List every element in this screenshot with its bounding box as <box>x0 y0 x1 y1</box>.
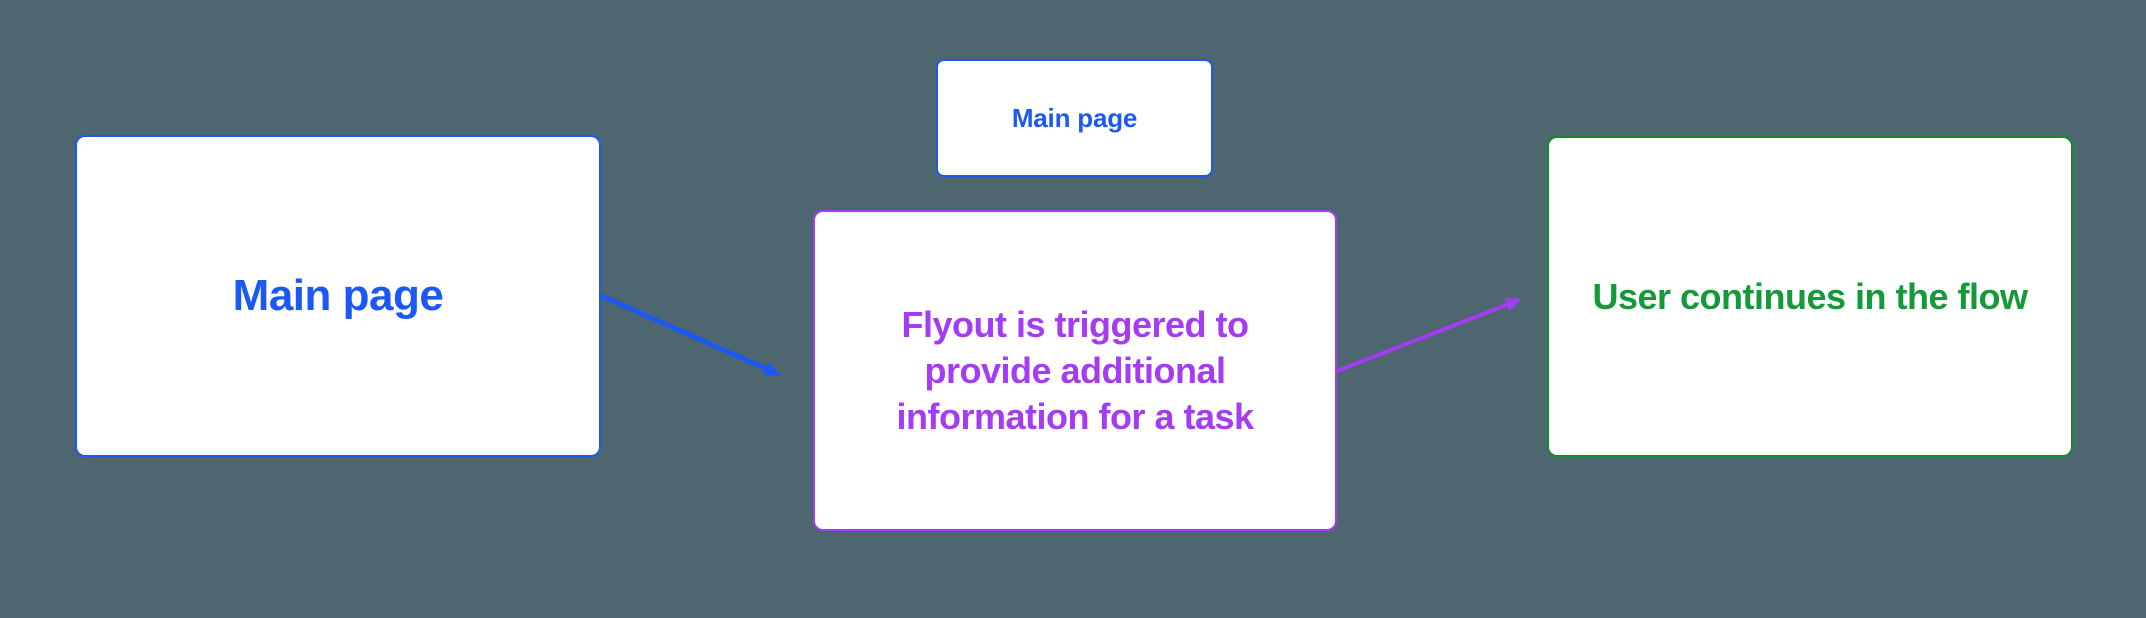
node-main-page[interactable]: Main page <box>75 135 601 457</box>
arrow-main-page-to-flyout <box>600 293 781 377</box>
node-user-continues-label: User continues in the flow <box>1592 275 2028 317</box>
arrow-flyout-to-continue <box>1336 298 1522 373</box>
node-main-page-label: Main page <box>232 271 444 320</box>
node-user-continues[interactable]: User continues in the flow <box>1547 136 2073 457</box>
node-main-page-small-label: Main page <box>1011 102 1138 133</box>
node-flyout-triggered-label: Flyout is triggered to provide additiona… <box>896 303 1254 437</box>
node-flyout-triggered[interactable]: Flyout is triggered to provide additiona… <box>813 210 1337 531</box>
node-main-page-small[interactable]: Main page <box>936 59 1213 177</box>
